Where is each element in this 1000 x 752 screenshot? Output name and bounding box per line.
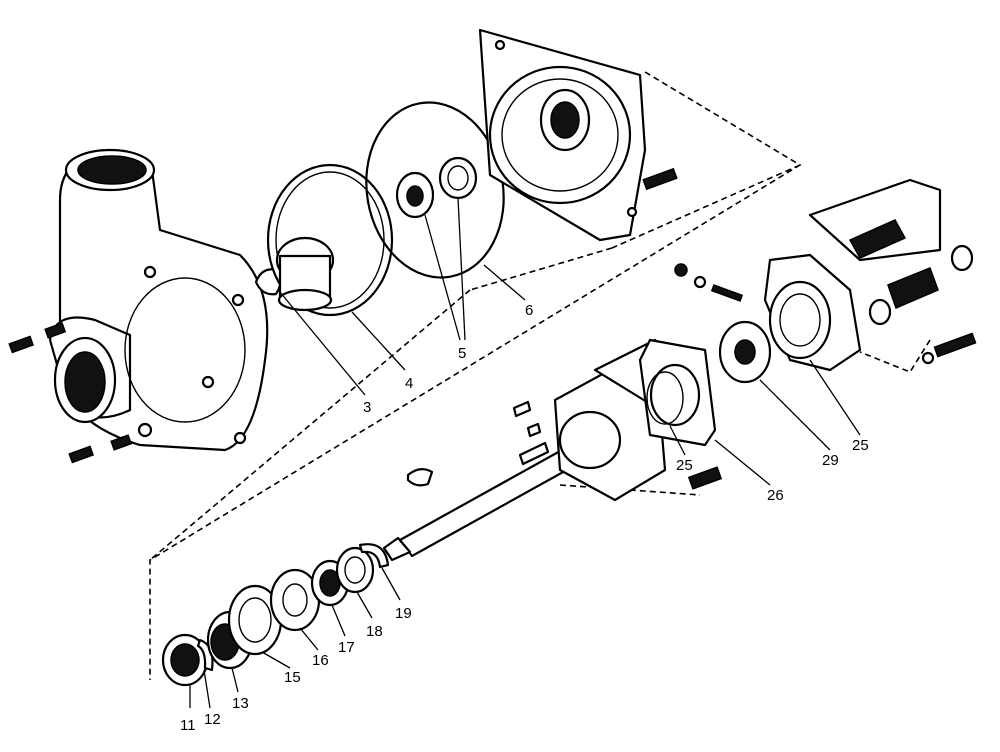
callout-26: 26 bbox=[767, 487, 784, 504]
bearing-housing-bolt bbox=[687, 466, 723, 490]
part-5-mechanical-seal bbox=[395, 156, 478, 219]
rear-small-fittings bbox=[674, 263, 744, 302]
callout-5: 5 bbox=[458, 345, 466, 362]
callout-15: 15 bbox=[284, 669, 301, 686]
callout-16: 16 bbox=[312, 652, 329, 669]
bearing-stack bbox=[161, 543, 390, 687]
assembly-dashed-outline bbox=[149, 71, 802, 680]
callout-4: 4 bbox=[405, 375, 413, 392]
callout-12: 12 bbox=[204, 711, 221, 728]
callout-29: 29 bbox=[822, 452, 839, 469]
backplate-bolt bbox=[642, 167, 678, 191]
callout-25-upper: 25 bbox=[852, 437, 869, 454]
callout-6: 6 bbox=[525, 302, 533, 319]
rear-valve-block bbox=[763, 178, 977, 372]
callout-11: 11 bbox=[180, 717, 196, 734]
pump-backplate bbox=[478, 28, 647, 242]
callout-19: 19 bbox=[395, 605, 412, 622]
part-25-26-plates bbox=[638, 338, 717, 447]
callout-18: 18 bbox=[366, 623, 383, 640]
callout-3: 3 bbox=[363, 399, 371, 416]
part-4-impeller bbox=[266, 163, 394, 317]
housing-bolts bbox=[8, 322, 133, 464]
callout-13: 13 bbox=[232, 695, 249, 712]
callout-leaders bbox=[189, 197, 861, 709]
callout-17: 17 bbox=[338, 639, 355, 656]
callout-25-lower: 25 bbox=[676, 457, 693, 474]
pump-housing bbox=[48, 148, 269, 452]
part-29-coupling bbox=[718, 320, 772, 384]
